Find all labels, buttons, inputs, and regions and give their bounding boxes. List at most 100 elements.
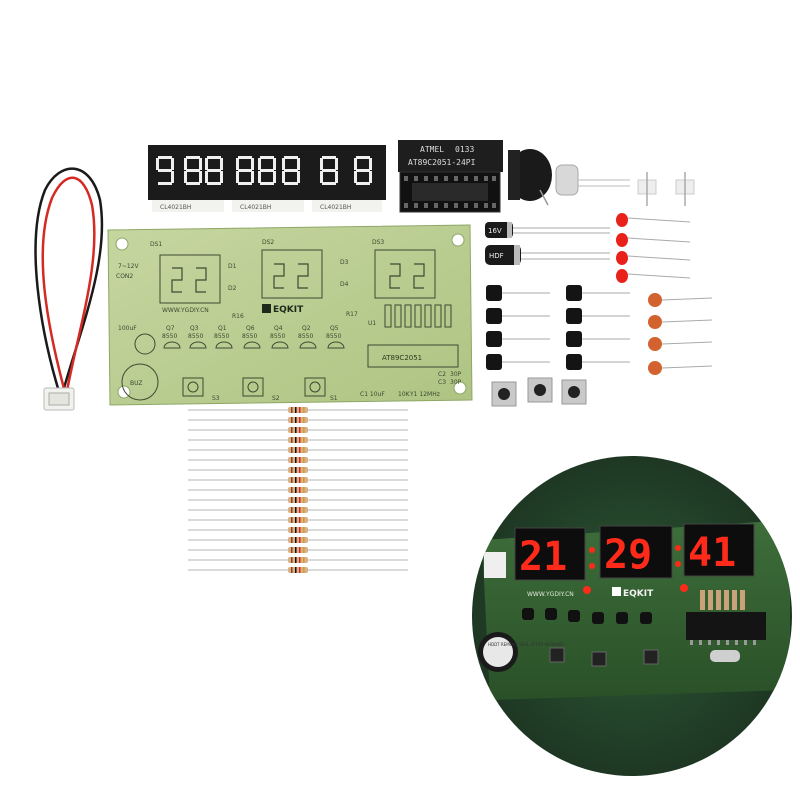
resistor-band [295,487,297,493]
display-module-2-label: CL4021BH [240,204,271,211]
resistor-band [303,477,305,483]
pcb-q5: Q5 [330,325,339,332]
resistor-band [303,517,305,523]
resistor-band [299,557,301,563]
display-module-3: CL4021BH [308,145,386,212]
resistor-band [291,527,293,533]
resistor-band [299,467,301,473]
inset-buzzer-sticker: HDDT REMOVE SEAL AFTER WASHING [488,642,564,647]
resistor-band [295,557,297,563]
resistor-band [291,547,293,553]
chip-code: 0133 [455,145,474,154]
resistor-band [299,537,301,543]
pcb-s3: S3 [212,395,220,402]
pcb-q2: Q2 [302,325,311,332]
ic-socket [399,171,501,213]
resistor-band [291,497,293,503]
wire-harness [34,167,104,411]
resistor-band [291,557,293,563]
resistor-band [295,467,297,473]
resistor-band [295,567,297,573]
resistor-band [299,407,301,413]
pcb-c2: C2 [438,371,446,378]
resistor-band [299,477,301,483]
pcb-q7: Q7 [166,325,175,332]
red-leds [616,213,691,283]
resistor-band [303,567,305,573]
resistor-band [295,527,297,533]
resistor-band [299,497,301,503]
pcb-8550-3: 8550 [214,333,229,340]
display-module-3-label: CL4021BH [320,204,351,211]
pcb-8550-2: 8550 [188,333,203,340]
resistor-band [295,417,297,423]
resistor-band [295,457,297,463]
pcb-s2: S2 [272,395,280,402]
pcb-8550-4: 8550 [242,333,257,340]
resistor-band [299,457,301,463]
assembled-clock-inset: 21 29 41 EQKIT WWW.YGDIY.CN [472,456,792,776]
resistor-band [303,487,305,493]
resistor-band [299,487,301,493]
resistor-band [295,437,297,443]
resistor-band [303,427,305,433]
resistor-band [303,557,305,563]
pcb-con2: CON2 [116,273,133,280]
chip-part: AT89C2051-24PI [408,158,476,167]
resistor-band [291,487,293,493]
pcb-ds3: DS3 [372,239,384,246]
resistor-band [295,477,297,483]
resistor-band [291,507,293,513]
pcb-brand: EQKIT [273,305,304,315]
resistor-band [303,457,305,463]
resistor-band [299,507,301,513]
pcb-c1: C1 10uF [360,391,385,398]
resistors [188,407,408,573]
resistor-band [299,567,301,573]
crystal-oscillator [555,164,630,196]
chip-logo: ATMEL [420,145,444,154]
resistor-band [295,427,297,433]
pcb-c3: C3 [438,379,446,386]
resistor-band [303,407,305,413]
resistor-band [291,437,293,443]
resistor-band [303,437,305,443]
resistor-band [291,517,293,523]
resistor-band [299,547,301,553]
pcb-d4: D4 [340,281,349,288]
resistor-band [299,517,301,523]
resistor-band [295,407,297,413]
electrolytic-capacitor-large: HDF [485,245,610,265]
header-pins [637,172,695,206]
resistor-band [299,437,301,443]
pcb-8550-6: 8550 [298,333,313,340]
display-module-2: CL4021BH [228,145,308,212]
resistor-band [295,547,297,553]
pcb-30p-b: 30P [450,379,462,386]
resistor-band [291,417,293,423]
resistor-band [291,457,293,463]
inset-display-minutes: 29 [604,532,652,578]
resistor-band [291,447,293,453]
pcb-url: WWW.YGDIY.CN [162,307,209,314]
resistor-band [299,527,301,533]
pcb-8550-5: 8550 [270,333,285,340]
resistor-band [295,507,297,513]
cap-large-label: HDF [489,252,504,260]
resistor-band [291,427,293,433]
pcb-q6: Q6 [246,325,255,332]
buzzer [508,149,552,206]
pcb-power: 7~12V [118,263,139,270]
ceramic-capacitors [648,293,713,375]
resistor-band [303,547,305,553]
transistors [486,285,630,370]
pcb-y1: Y1 12MHz [409,391,440,398]
pcb-10k: 10K [398,391,411,398]
pcb-d3: D3 [340,259,349,266]
resistor-band [299,447,301,453]
resistor-band [303,447,305,453]
resistor-band [303,497,305,503]
display-module-1: CL4021BH [148,145,228,212]
resistor-band [291,537,293,543]
pcb-r17: R17 [346,311,358,318]
